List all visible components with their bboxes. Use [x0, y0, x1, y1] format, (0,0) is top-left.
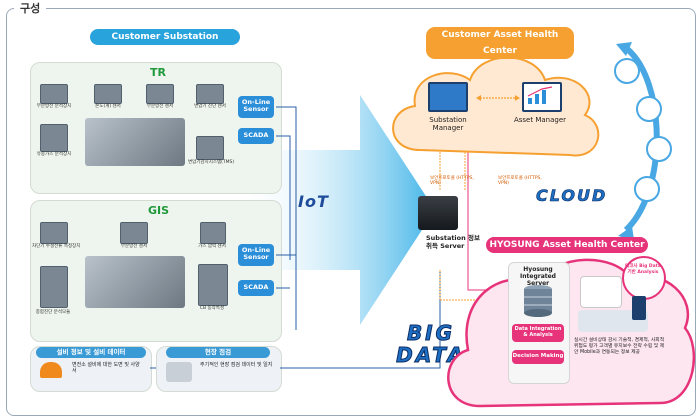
tr-caption: 부분방전 분석장치 — [36, 104, 72, 109]
tr-caption: 부분방전 센서 — [146, 104, 174, 109]
tr-online-sensor-badge: On-Line Sensor — [238, 96, 274, 118]
tr-caption: 온도(계) 센서 — [95, 104, 121, 109]
iot-label: IoT — [298, 192, 329, 211]
customer-substation-header: Customer Substation — [90, 29, 240, 45]
tr-label: TR — [150, 66, 166, 79]
transformer-illustration — [85, 118, 185, 166]
gis-device-4 — [40, 266, 68, 308]
report-icon — [646, 136, 672, 162]
helmet-icon — [40, 362, 62, 378]
chart-icon — [527, 86, 553, 104]
tr-device-3 — [146, 84, 174, 104]
asset-manager-label: Asset Manager — [513, 116, 567, 124]
hyosung-description: 실시간 설비상태 감시 기술적, 경제적, 사회적 위험도 평가 고객별 유지보… — [574, 338, 665, 356]
tr-device-4 — [196, 84, 224, 104]
gis-device-1 — [40, 222, 68, 244]
equipment-info-text: 변전소 설비에 대한 도면 및 사양서 — [72, 362, 140, 374]
big-data-label: BIG DATA — [396, 321, 466, 367]
gis-caption: 가스 압력 센서 — [198, 244, 226, 249]
gis-device-2 — [120, 222, 148, 244]
bidirectional-arrow — [476, 95, 520, 101]
diagram-frame — [6, 8, 696, 416]
checklist-icon — [636, 96, 662, 122]
tr-device-1 — [40, 84, 68, 104]
inspection-icon — [166, 362, 192, 382]
analytics-team-illustration — [578, 310, 648, 332]
gis-scada-badge: SCADA — [238, 280, 274, 296]
equipment-info-title: 설비 정보 및 설비 데이터 — [36, 347, 146, 358]
gis-label: GIS — [148, 204, 170, 217]
server-label: Substation 정보 취득 Server — [426, 234, 480, 250]
data-integration-badge: Data Integration & Analysis — [512, 324, 564, 342]
gis-caption: 종합진단 분석모듈 — [35, 310, 71, 315]
hyosung-center-header: HYOSUNG Asset Health Center — [486, 237, 648, 253]
document-icon — [614, 58, 640, 84]
tr-caption: 변압기 진단 센서 — [194, 104, 226, 109]
tr-caption: 유중가스 분석장치 — [36, 152, 72, 157]
tr-device-5 — [40, 124, 68, 152]
gis-device-3 — [200, 222, 226, 244]
field-inspection-title: 현장 점검 — [166, 347, 270, 358]
substation-manager-icon — [428, 82, 468, 112]
network-diagram-icon — [580, 276, 622, 308]
cloud-label: CLOUD — [536, 186, 608, 206]
tr-device-6 — [196, 136, 224, 160]
mobile-phone-icon — [632, 296, 646, 320]
protocol-label-right: 보안프로토콜 (HTTPS, VPN) — [498, 176, 542, 186]
gis-caption: CB 동작특성 — [199, 306, 225, 311]
server-icon — [418, 196, 458, 230]
decision-making-badge: Decision Making — [512, 350, 564, 364]
field-inspection-text: 주기적인 현장 점검 데이터 및 일지 — [200, 362, 273, 368]
tr-device-2 — [94, 84, 122, 104]
database-icon — [524, 285, 552, 317]
clipboard-icon — [634, 176, 660, 202]
tr-scada-badge: SCADA — [238, 128, 274, 144]
big-data-badge-text: 에코사 Big Data 기반 Analysis — [625, 264, 661, 275]
gis-illustration — [85, 256, 185, 308]
customer-center-header: Customer Asset Health Center — [426, 27, 574, 59]
protocol-label-left: 보안프로토콜 (HTTPS, VPN) — [430, 176, 474, 186]
gis-online-sensor-badge: On-Line Sensor — [238, 244, 274, 266]
tr-caption: 변압기감시시스템(TMS) — [188, 160, 235, 165]
gis-device-5 — [198, 264, 228, 306]
big-data-badge-circle — [622, 256, 666, 300]
substation-manager-label: Substation Manager — [429, 116, 467, 132]
customer-cloud — [392, 56, 600, 157]
integrated-server-label: Hyosung Integrated Server — [520, 266, 556, 287]
gis-caption: 부분방전 센서 — [120, 244, 148, 249]
page-title: 구성 — [14, 0, 47, 16]
gis-caption: 차단기 누설전류 측정장치 — [32, 244, 81, 249]
